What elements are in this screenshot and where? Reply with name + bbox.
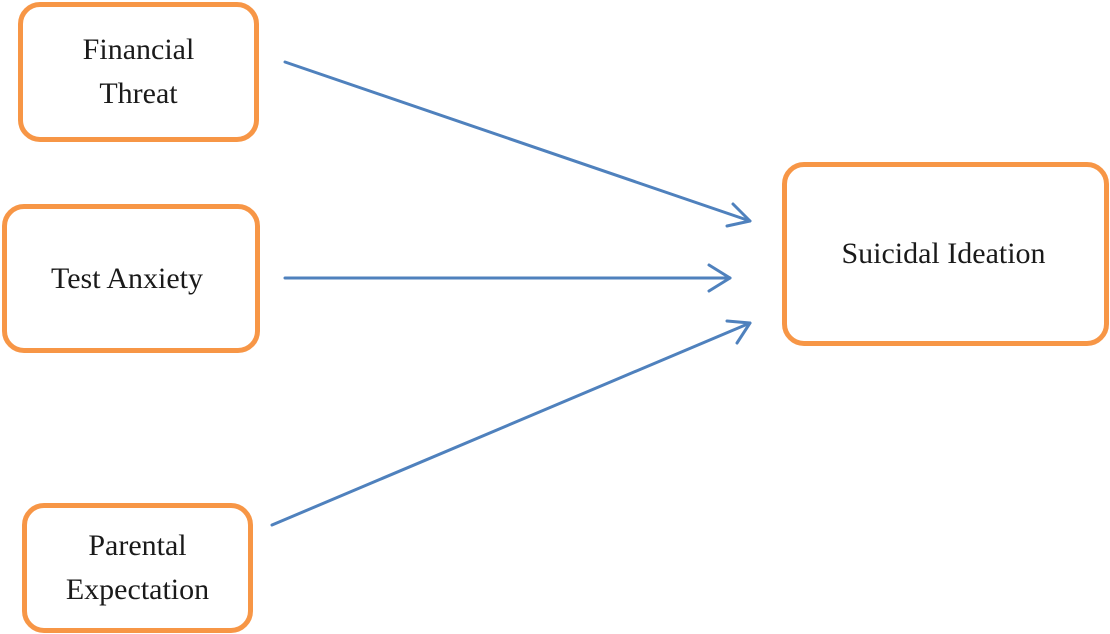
node-test-anxiety: Test Anxiety [2,204,260,353]
arrow-test-to-suicidal [283,263,732,293]
arrow-parental-to-suicidal [270,319,752,527]
node-parental-expectation-label: Parental Expectation [65,529,210,606]
node-financial-threat: Financial Threat [18,2,259,142]
node-parental-expectation: Parental Expectation [22,503,253,633]
node-financial-threat-label: Financial Threat [82,33,195,110]
node-test-anxiety-label: Test Anxiety [50,261,204,295]
node-suicidal-ideation: Suicidal Ideation [782,162,1109,346]
node-suicidal-ideation-label: Suicidal Ideation [841,237,1046,270]
arrow-financial-to-suicidal [283,60,752,228]
